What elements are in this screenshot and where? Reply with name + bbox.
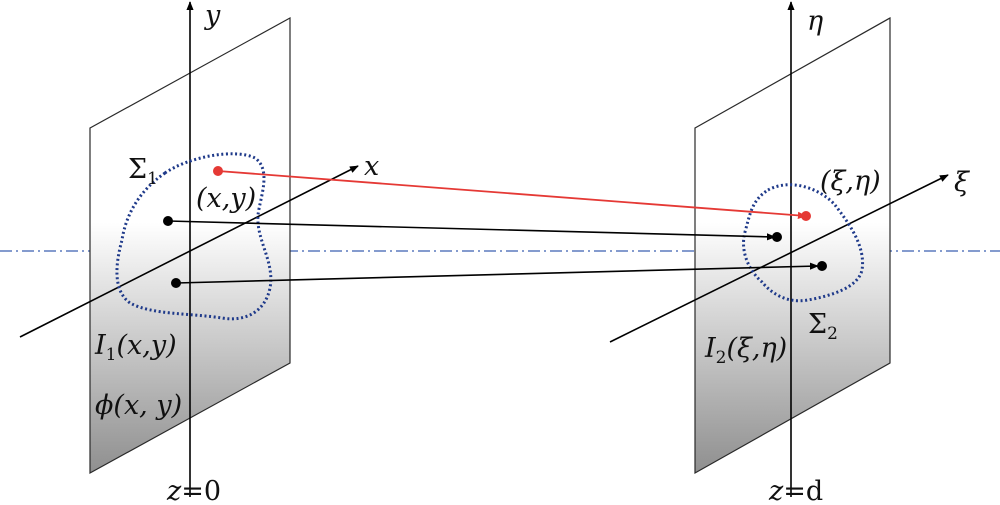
output-region-boundary bbox=[742, 183, 865, 303]
input-plane-position-label: z=0 bbox=[166, 476, 221, 505]
ray-red bbox=[217, 170, 807, 219]
sample-points bbox=[163, 166, 827, 288]
ray-black-lower bbox=[175, 262, 819, 284]
output-plane-surface bbox=[694, 16, 891, 475]
ray-black-upper bbox=[167, 220, 776, 241]
output-region-label: Σ2 bbox=[808, 309, 838, 344]
labels: y x η ξ Σ1 (x,y) (ξ,η) Σ2 I1(x,y) ϕ(x, y… bbox=[94, 0, 970, 505]
output-point-black-upper bbox=[772, 232, 782, 242]
output-axis-xi-label: ξ bbox=[954, 167, 970, 198]
input-point-label: (x,y) bbox=[196, 183, 256, 214]
output-intensity-label: I2(ξ,η) bbox=[704, 333, 787, 368]
rays bbox=[167, 170, 819, 284]
input-point-red bbox=[213, 166, 223, 176]
input-point-black-upper bbox=[163, 216, 173, 226]
output-point-red bbox=[801, 211, 811, 221]
input-axis-y-label: y bbox=[204, 0, 221, 31]
output-plane-position-label: z=d bbox=[768, 476, 823, 505]
output-plane bbox=[609, 1, 949, 497]
input-intensity-label: I1(x,y) bbox=[94, 330, 177, 365]
input-region-boundary bbox=[115, 152, 273, 321]
output-xi-axis bbox=[609, 174, 949, 343]
input-plane bbox=[19, 1, 359, 497]
input-region-label: Σ1 bbox=[128, 154, 158, 189]
output-point-label: (ξ,η) bbox=[820, 166, 881, 197]
output-point-black-lower bbox=[817, 261, 827, 271]
input-x-axis bbox=[19, 165, 359, 338]
output-axis-eta-label: η bbox=[807, 6, 823, 37]
input-axis-x-label: x bbox=[364, 151, 379, 182]
phase-label: ϕ(x, y) bbox=[95, 390, 182, 421]
input-point-black-lower bbox=[171, 278, 181, 288]
